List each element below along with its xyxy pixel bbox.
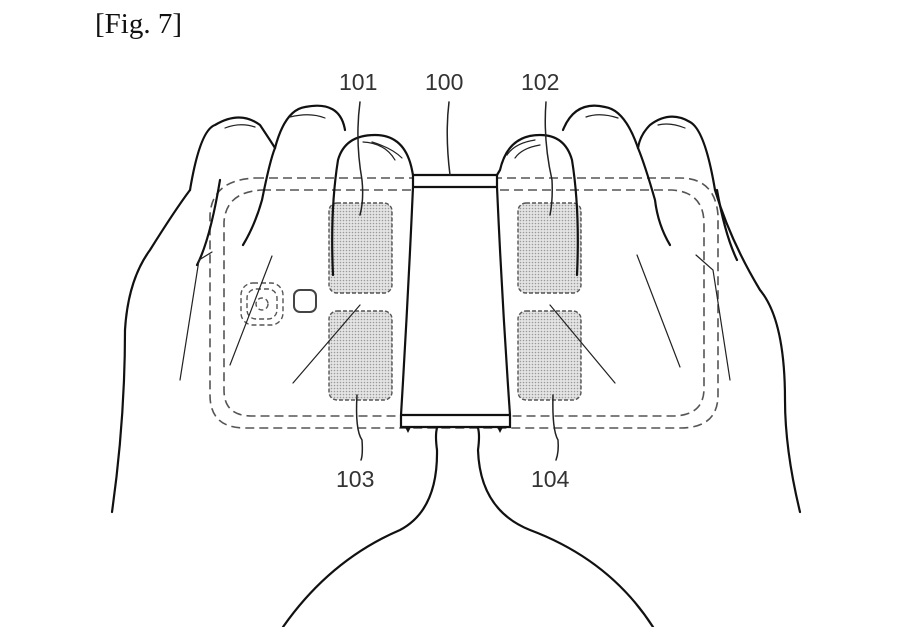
sensor-pad-101 [328, 202, 393, 294]
left-hand [110, 104, 439, 627]
device-100 [399, 173, 512, 433]
sensor-pad-104 [517, 310, 582, 401]
phone-body-outline [209, 177, 719, 429]
figure-title: [Fig. 7] [95, 8, 182, 40]
right-hand [476, 104, 802, 627]
label-101: 101 [339, 69, 377, 95]
sensor-pad-103 [328, 310, 393, 401]
sensor-pad-102 [517, 202, 582, 294]
reference-labels: 101 100 102 103 104 [336, 69, 570, 492]
label-104: 104 [531, 466, 570, 492]
label-100: 100 [425, 69, 463, 95]
label-103: 103 [336, 466, 374, 492]
label-102: 102 [521, 69, 559, 95]
camera-icon [240, 282, 317, 326]
